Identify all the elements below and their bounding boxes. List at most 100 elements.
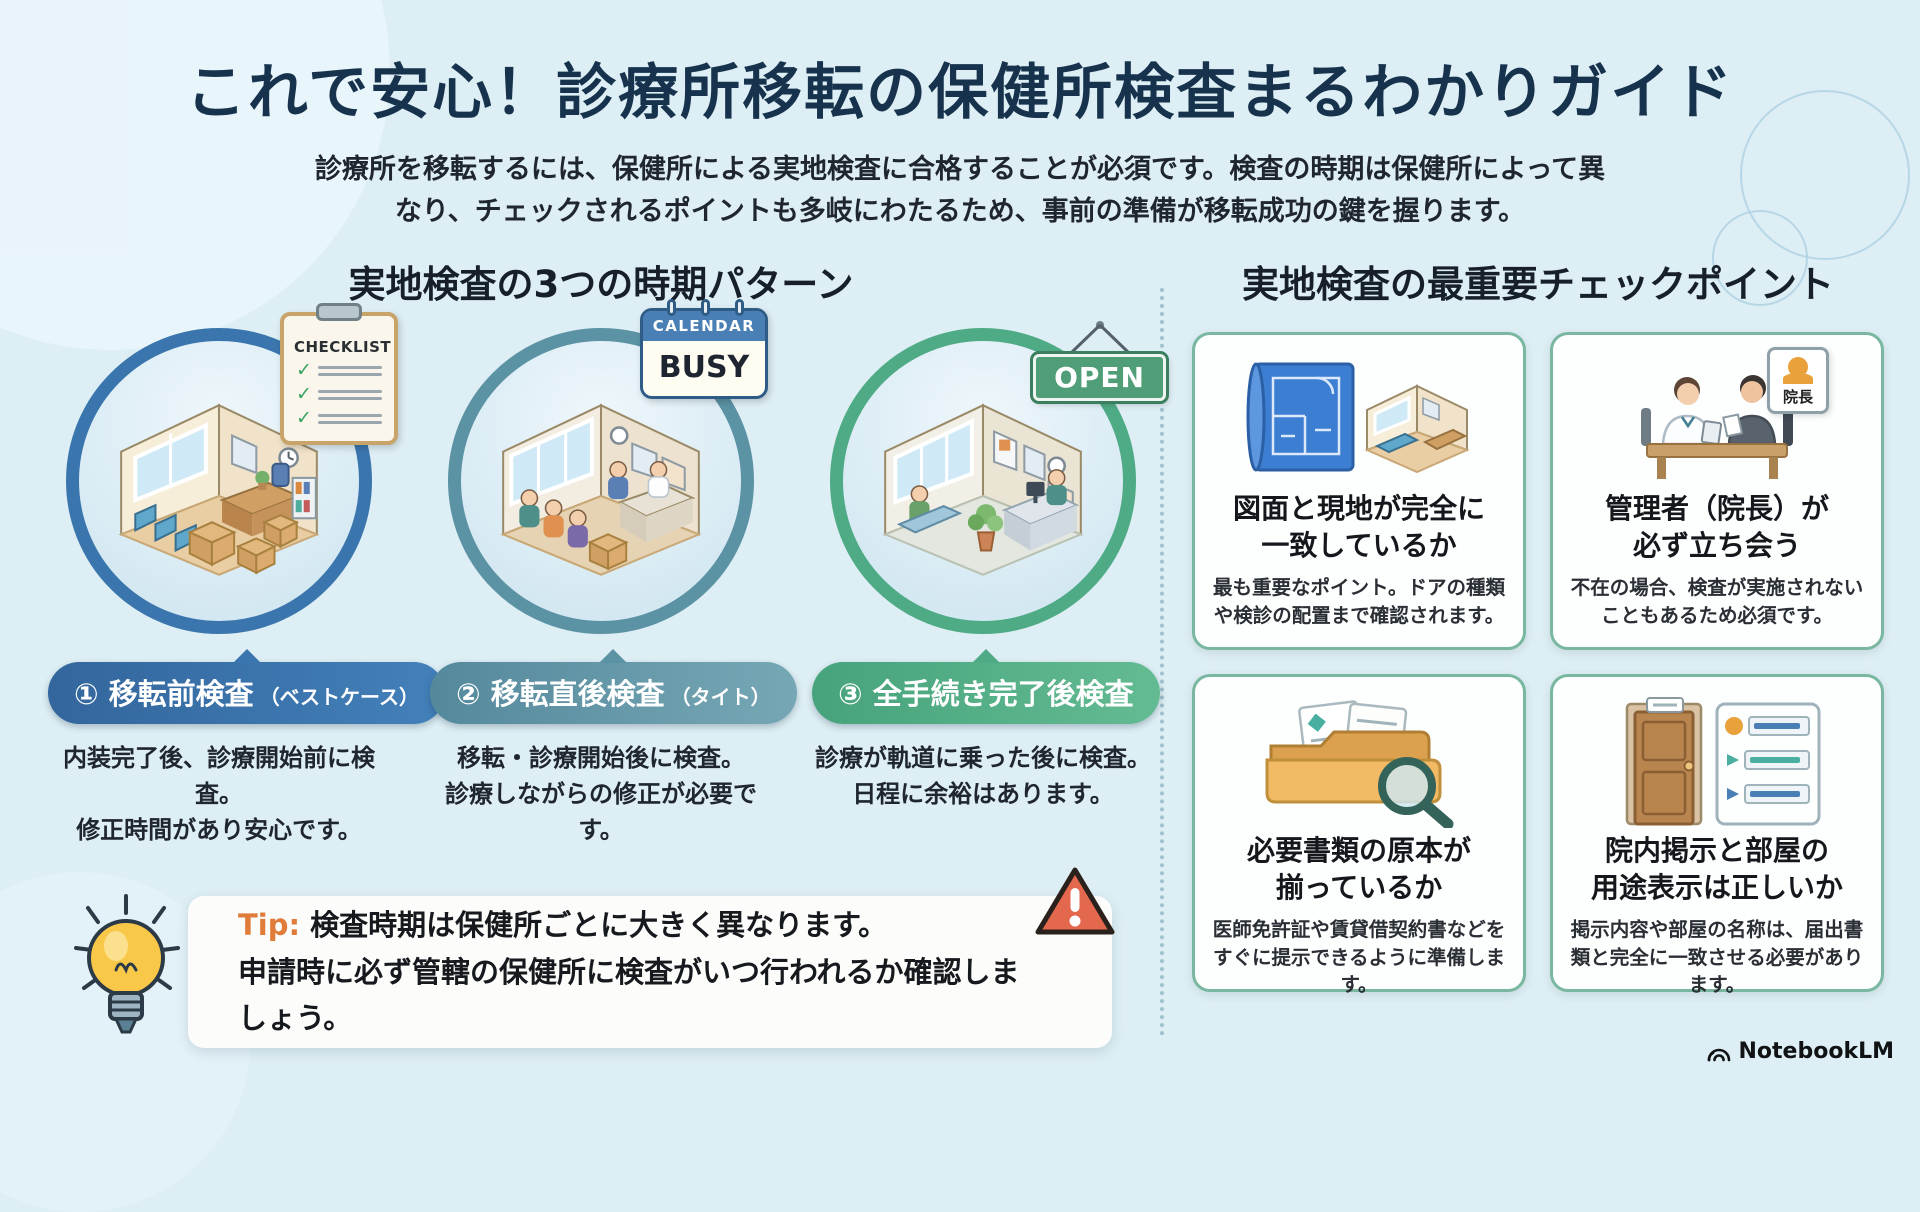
pattern1-label: ① 移転前検査 — [74, 677, 254, 711]
pattern3-desc-line2: 日程に余裕はあります。 — [852, 780, 1114, 808]
pattern1-note: （ベストケース） — [259, 685, 420, 709]
empty-clinic-room-icon — [118, 403, 320, 576]
check-icon: ✓ — [296, 407, 312, 429]
calendar-ring-icon — [667, 299, 676, 316]
calendar-ring-icon — [701, 299, 710, 316]
card4-title-line1: 院内掲示と部屋の — [1604, 834, 1829, 867]
card2-description: 不在の場合、検査が実施されないこともあるため必須です。 — [1570, 575, 1864, 627]
door-signage-icon — [1625, 697, 1821, 826]
pattern3-desc-line1: 診療が軌道に乗った後に検査。 — [815, 744, 1151, 772]
checklist-lines — [317, 386, 382, 404]
director-badge-label: 院長 — [1782, 388, 1813, 406]
calendar-badge-busy: BUSY — [658, 350, 750, 385]
pattern2-description: 移転・診療開始後に検査。 診療しながらの修正が必要です。 — [430, 740, 772, 848]
main-content: 実地検査の3つの時期パターン — [0, 254, 1920, 1048]
pattern2-illustration: CALENDAR BUSY — [448, 299, 768, 634]
warning-triangle-icon — [1035, 867, 1115, 935]
director-frame-badge: 院長 — [1767, 347, 1829, 414]
section-divider — [1160, 288, 1164, 1036]
checkpoint-card-director-present: 院長 管理者（院長）が 必ず立ち会う 不在の場合、検査が実施されないこともあるた… — [1550, 332, 1884, 650]
pattern-before-move: CHECKLIST ✓ ✓ ✓ — [48, 303, 446, 848]
pattern2-desc-line1: 移転・診療開始後に検査。 — [457, 744, 745, 772]
checklist-row: ✓ — [296, 409, 382, 428]
card3-description: 医師免許証や賃貸借契約書などをすぐに提示できるように準備します。 — [1212, 917, 1506, 997]
checkpoints-section: 実地検査の最重要チェックポイント — [1164, 254, 1920, 1048]
director-meeting-icon — [1641, 375, 1793, 479]
subtitle-line-1: 診療所を移転するには、保健所による実地検査に合格することが必須です。検査の時期は… — [314, 154, 1606, 185]
card3-title-line2: 揃っているか — [1275, 870, 1443, 904]
pattern1-description: 内装完了後、診療開始前に検査。 修正時間があり安心です。 — [48, 740, 390, 848]
pattern3-label-pill: ③ 全手続き完了後検査 — [812, 662, 1160, 724]
calendar-ring-icon — [735, 299, 744, 316]
pattern3-label: ③ 全手続き完了後検査 — [838, 677, 1134, 711]
tip-label: Tip: — [238, 908, 301, 943]
checklist-row: ✓ — [296, 361, 382, 380]
right-section-heading: 実地検査の最重要チェックポイント — [1242, 263, 1834, 306]
tip-line-2: 申請時に必ず管轄の保健所に検査がいつ行われるか確認しましょう。 — [238, 954, 1020, 1036]
tip-text-1: 検査時期は保健所ごとに大きく異なります。 — [310, 908, 888, 943]
pattern2-label: ② 移転直後検査 — [456, 677, 665, 711]
pattern2-desc-line2: 診療しながらの修正が必要です。 — [445, 780, 757, 844]
pattern1-desc-line2: 修正時間があり安心です。 — [76, 816, 362, 844]
pattern-after-all-procedures: OPEN ③ 全手続き完了後検査 診療が軌道に乗った後に検査。 日程に余裕はあり… — [812, 321, 1166, 848]
open-sign-badge: OPEN — [1033, 320, 1166, 401]
card4-title-line2: 用途表示は正しいか — [1590, 870, 1843, 904]
blueprint-room-icon — [1246, 362, 1470, 474]
checklist-badge: CHECKLIST ✓ ✓ ✓ — [280, 303, 398, 445]
card2-illustration: 院長 — [1567, 345, 1867, 491]
pattern1-illustration: CHECKLIST ✓ ✓ ✓ — [66, 303, 398, 634]
pattern-right-after-move: CALENDAR BUSY ② 移転直後検査 （タイト） 移転・診療開始後に検査… — [430, 299, 797, 848]
left-section-heading: 実地検査の3つの時期パターン — [348, 263, 854, 306]
operating-clinic-room-icon — [882, 403, 1084, 576]
calendar-badge: CALENDAR BUSY — [640, 299, 768, 399]
pattern2-note: （タイト） — [670, 685, 771, 709]
card2-title-line1: 管理者（院長）が — [1604, 492, 1829, 525]
pattern3-description: 診療が軌道に乗った後に検査。 日程に余裕はあります。 — [815, 740, 1151, 812]
checkpoint-card-signage: 院内掲示と部屋の 用途表示は正しいか 掲示内容や部屋の名称は、届出書類と完全に一… — [1550, 674, 1884, 996]
documents-magnifier-icon — [1265, 700, 1454, 828]
check-icon: ✓ — [296, 359, 312, 381]
checklist-row: ✓ — [296, 385, 382, 404]
card3-title: 必要書類の原本が 揃っているか — [1209, 833, 1509, 907]
card1-title: 図面と現地が完全に 一致しているか — [1209, 491, 1509, 565]
check-icon: ✓ — [296, 383, 312, 405]
subtitle-line-2: なり、チェックされるポイントも多岐にわたるため、事前の準備が移転成功の鍵を握りま… — [394, 195, 1526, 227]
card4-title: 院内掲示と部屋の 用途表示は正しいか — [1567, 833, 1867, 907]
notebooklm-logo-icon — [1707, 1048, 1730, 1061]
footer-brand: NotebookLM — [1706, 1039, 1894, 1064]
sign-hanger-icon — [1069, 321, 1130, 354]
tip-box: Tip: 検査時期は保健所ごとに大きく異なります。 申請時に必ず管轄の保健所に検査… — [188, 896, 1112, 1048]
pattern3-illustration: OPEN — [830, 321, 1166, 634]
tip-line-1: Tip: 検査時期は保健所ごとに大きく異なります。 — [238, 902, 1040, 948]
patterns-row: CHECKLIST ✓ ✓ ✓ — [42, 299, 1166, 848]
lightbulb-icon — [74, 894, 180, 1034]
card2-title-line2: 必ず立ち会う — [1632, 528, 1801, 562]
pattern1-label-pill: ① 移転前検査 （ベストケース） — [48, 662, 446, 724]
card1-description: 最も重要なポイント。ドアの種類や検診の配置まで確認されます。 — [1212, 575, 1506, 627]
page-subtitle: 診療所を移転するには、保健所による実地検査に合格することが必須です。検査の時期は… — [0, 149, 1920, 233]
card1-title-line1: 図面と現地が完全に — [1232, 492, 1485, 525]
timing-patterns-section: 実地検査の3つの時期パターン — [0, 254, 1166, 1048]
pattern1-desc-line1: 内装完了後、診療開始前に検査。 — [63, 744, 375, 808]
calendar-badge-header: CALENDAR — [643, 311, 765, 341]
checkpoint-cards-grid: 図面と現地が完全に 一致しているか 最も重要なポイント。ドアの種類や検診の配置ま… — [1192, 332, 1884, 996]
checkpoint-card-original-documents: 必要書類の原本が 揃っているか 医師免許証や賃貸借契約書などをすぐに提示できるよ… — [1192, 674, 1526, 996]
checkpoint-card-floorplan: 図面と現地が完全に 一致しているか 最も重要なポイント。ドアの種類や検診の配置ま… — [1192, 332, 1526, 650]
header: これで安心！診療所移転の保健所検査まるわかりガイド 診療所を移転するには、保健所… — [0, 44, 1920, 233]
pattern2-label-pill: ② 移転直後検査 （タイト） — [430, 662, 797, 724]
checklist-lines — [317, 410, 382, 428]
tip-section: Tip: 検査時期は保健所ごとに大きく異なります。 申請時に必ず管轄の保健所に検査… — [68, 867, 1115, 1048]
person-avatar-icon — [1783, 357, 1813, 384]
card1-title-line2: 一致しているか — [1261, 528, 1457, 562]
checklist-badge-title: CHECKLIST — [294, 338, 392, 356]
card2-title: 管理者（院長）が 必ず立ち会う — [1567, 491, 1867, 565]
checklist-lines — [317, 362, 382, 380]
card3-title-line1: 必要書類の原本が — [1246, 834, 1471, 867]
clipboard-clip-icon — [316, 303, 362, 321]
page-title: これで安心！診療所移転の保健所検査まるわかりガイド — [185, 58, 1735, 128]
card3-illustration — [1209, 687, 1509, 833]
card4-description: 掲示内容や部屋の名称は、届出書類と完全に一致させる必要があります。 — [1570, 917, 1864, 997]
busy-clinic-room-icon — [500, 403, 702, 576]
brand-name: NotebookLM — [1738, 1039, 1894, 1064]
open-sign-text: OPEN — [1033, 354, 1166, 401]
